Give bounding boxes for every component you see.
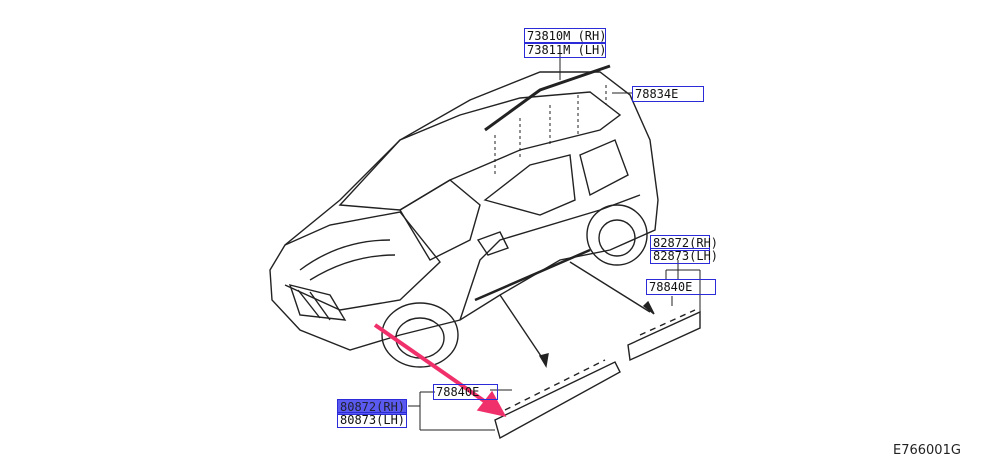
diagram-code: E766001G (893, 443, 961, 458)
part-label-80873: 80873(LH) (337, 412, 407, 428)
part-label-82872: 82872(RH) (650, 235, 718, 251)
part-label-80872: 80872(RH) (337, 399, 407, 415)
part-label-78834e: 78834E (632, 86, 704, 102)
part-label-73810m: 73810M (RH) (524, 28, 606, 44)
part-label-78840e-front: 78840E (433, 384, 498, 400)
part-label-78840e-rear: 78840E (646, 279, 716, 295)
part-label-73811m: 73811M (LH) (524, 42, 606, 58)
part-label-82873: 82873(LH) (650, 248, 718, 264)
highlight-arrow (373, 323, 492, 407)
